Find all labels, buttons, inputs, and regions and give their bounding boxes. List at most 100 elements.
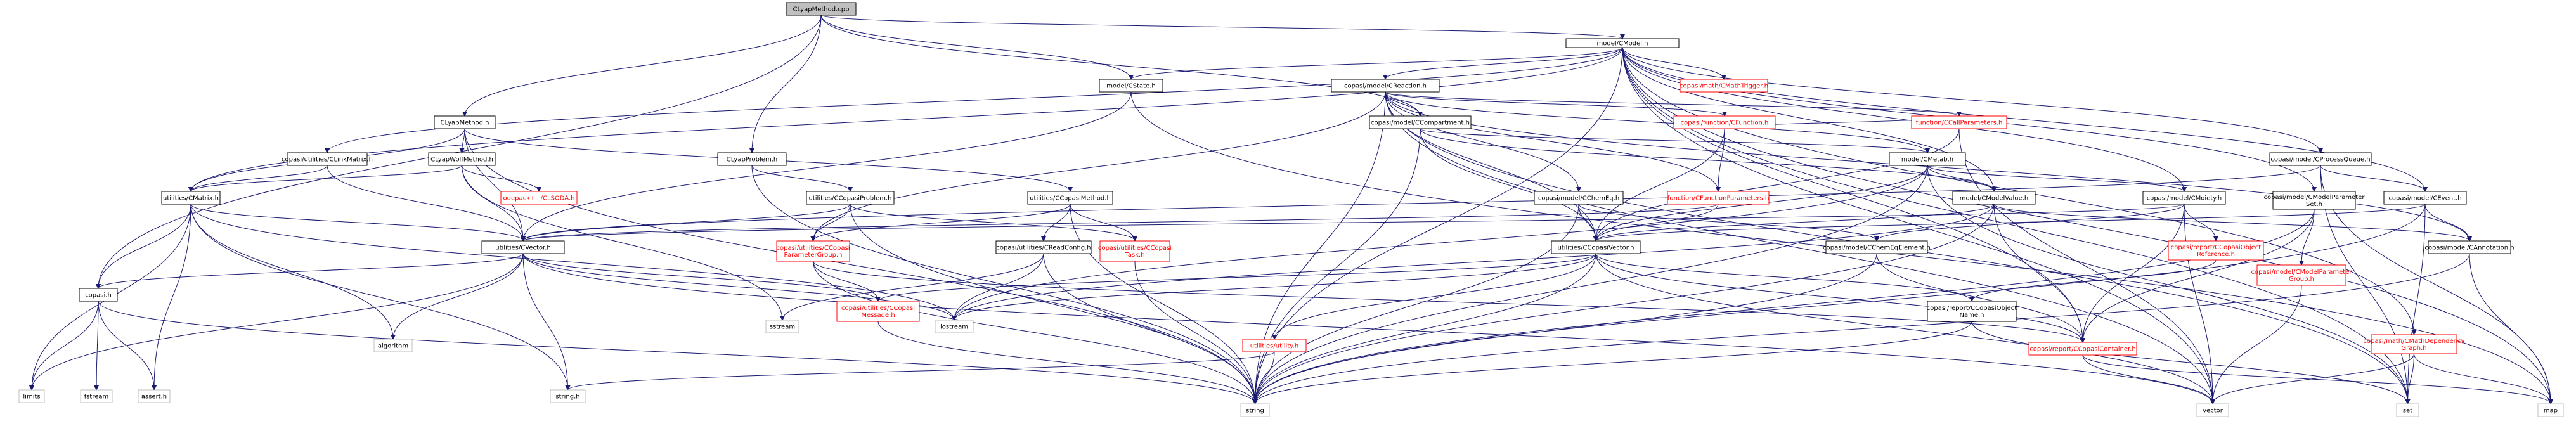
- node-label-set-0: set: [2403, 408, 2412, 415]
- node-cmetab[interactable]: model/CMetab.h: [1889, 152, 1966, 166]
- node-cmodel[interactable]: model/CModel.h: [1565, 38, 1680, 48]
- edge-clyapmethodh-to-cvector: [464, 128, 526, 242]
- node-box-ccontainer: [2028, 342, 2137, 356]
- node-limits[interactable]: limits: [18, 389, 45, 403]
- node-creaction[interactable]: copasi/model/CReaction.h: [1331, 79, 1440, 93]
- node-box-map: [2537, 403, 2564, 417]
- node-set[interactable]: set: [2396, 403, 2419, 417]
- node-cmodelvalue[interactable]: model/CModelValue.h: [1952, 191, 2036, 205]
- edge-cmodel-to-cprocessqueue: [1622, 47, 2323, 153]
- node-clinkmatrix[interactable]: copasi/utilities/CLinkMatrix.h: [282, 152, 373, 166]
- edge-copasih-to-fstream: [94, 301, 100, 391]
- node-ccopasimethod[interactable]: utilities/CCopasiMethod.h: [1027, 191, 1113, 205]
- node-cchemeqelement[interactable]: copasi/model/CChemEqElement.h: [1823, 240, 1931, 254]
- node-label-clinkmatrix-0: copasi/utilities/CLinkMatrix.h: [282, 157, 373, 164]
- node-ccontainer[interactable]: copasi/report/CCopasiContainer.h: [2028, 342, 2137, 356]
- node-box-iostream: [935, 320, 974, 333]
- node-label-cmodel-0: model/CModel.h: [1596, 41, 1648, 48]
- node-label-clyapwolf-0: CLyapWolfMethod.h: [430, 157, 493, 164]
- edge-ccompartment-to-cmetab: [1420, 128, 1930, 153]
- edge-clinkmatrix-to-cmatrix: [188, 165, 328, 192]
- node-box-cmodelvalue: [1952, 191, 2036, 205]
- edge-cmodel-to-vector: [1622, 47, 2215, 404]
- node-creadconfig[interactable]: copasi/utilities/CReadConfig.h: [995, 240, 1092, 254]
- node-label-cmatrix-0: utilities/CMatrix.h: [163, 195, 219, 202]
- node-box-cparamgroup: [776, 240, 850, 262]
- node-cstate[interactable]: model/CState.h: [1099, 79, 1163, 93]
- node-asserth[interactable]: assert.h: [138, 389, 171, 403]
- edge-cmatrix-to-iostream: [190, 204, 957, 321]
- dependency-nodes: CLyapMethod.cpp model/CModel.h model/CStat…: [18, 2, 2564, 417]
- node-cevent[interactable]: copasi/model/CEvent.h: [2383, 191, 2467, 205]
- node-label-map-0: map: [2544, 408, 2558, 415]
- node-ccopasivector[interactable]: utilities/CCopasiVector.h: [1551, 240, 1641, 254]
- node-label-algorithm-0: algorithm: [378, 343, 408, 350]
- node-vector[interactable]: vector: [2196, 403, 2229, 417]
- edge-ccompartment-to-ccopasivector: [1420, 128, 1598, 242]
- edge-clyapwolf-to-cvector: [462, 165, 526, 242]
- edge-cevent-to-cannotation: [2424, 204, 2472, 242]
- node-cannotation[interactable]: copasi/model/CAnnotation.h: [2424, 240, 2515, 254]
- node-clyapproblem[interactable]: CLyapProblem.h: [717, 152, 787, 166]
- node-ccopasiproblem[interactable]: utilities/CCopasiProblem.h: [806, 191, 895, 205]
- edge-cmodel-to-creaction: [1383, 47, 1623, 80]
- node-ccallparams[interactable]: function/CCallParameters.h: [1911, 115, 2007, 129]
- node-algorithm[interactable]: algorithm: [373, 339, 413, 352]
- node-cmathtrigger[interactable]: copasi/math/CMathTrigger.h: [1680, 79, 1768, 93]
- edge-cevent-to-ccopasivector: [1593, 204, 2426, 242]
- node-label-creaction-0: copasi/model/CReaction.h: [1344, 83, 1427, 90]
- node-label-ccopasimethod-0: utilities/CCopasiMethod.h: [1030, 195, 1111, 202]
- node-box-ccopasiproblem: [806, 191, 895, 205]
- edge-creadconfig-to-string: [1043, 253, 1258, 404]
- node-box-cmatrix: [161, 191, 221, 205]
- node-clyapmethodh[interactable]: CLyapMethod.h: [434, 115, 496, 129]
- node-cfuncparams[interactable]: function/CFunctionParameters.h: [1667, 191, 1770, 205]
- node-label-cchemeqelement-0: copasi/model/CChemEqElement.h: [1823, 245, 1931, 252]
- edge-cmatrix-to-stringh: [190, 204, 571, 391]
- node-stringh[interactable]: string.h: [550, 389, 586, 403]
- edge-cmatrix-to-asserth: [152, 204, 191, 391]
- node-label-ccopasimessage-1: Message.h: [861, 312, 895, 319]
- node-box-cvector: [481, 240, 565, 254]
- node-cmatrix[interactable]: utilities/CMatrix.h: [161, 191, 221, 205]
- edge-ccallparams-to-vector: [1958, 128, 2215, 404]
- node-string[interactable]: string: [1240, 403, 1270, 417]
- edge-creadconfig-to-sstream: [780, 253, 1044, 321]
- node-iostream[interactable]: iostream: [935, 320, 974, 333]
- node-root[interactable]: CLyapMethod.cpp: [786, 2, 857, 16]
- node-label-cmodelparamgroup-0: copasi/model/CModelParameter: [2251, 269, 2353, 276]
- node-label-cstate-0: model/CState.h: [1106, 83, 1155, 90]
- node-sstream[interactable]: sstream: [765, 320, 799, 333]
- edge-clyapproblem-to-ccopasiproblem: [751, 165, 853, 192]
- node-box-cprocessqueue: [2269, 152, 2372, 166]
- node-copasih[interactable]: copasi.h: [79, 288, 118, 302]
- edge-cparamgroup-to-ccontainer: [813, 261, 2085, 343]
- node-cmoiety[interactable]: copasi/model/CMoiety.h: [2142, 191, 2226, 205]
- edge-copasih-to-string: [98, 301, 1258, 404]
- node-fstream[interactable]: fstream: [80, 389, 113, 403]
- node-label-cchemeq-0: copasi/model/CChemEq.h: [1538, 195, 1619, 202]
- edge-ccopasivector-to-vector: [1595, 253, 2215, 404]
- node-map[interactable]: map: [2537, 403, 2564, 417]
- node-cvector[interactable]: utilities/CVector.h: [481, 240, 565, 254]
- node-cchemeq[interactable]: copasi/model/CChemEq.h: [1534, 191, 1624, 205]
- edge-ccopasimethod-to-cparamgroup: [810, 204, 1071, 242]
- node-ccompartment[interactable]: copasi/model/CCompartment.h: [1369, 115, 1472, 129]
- node-label-ccallparams-0: function/CCallParameters.h: [1916, 120, 2003, 127]
- node-cprocessqueue[interactable]: copasi/model/CProcessQueue.h: [2269, 152, 2372, 166]
- node-clyapwolf[interactable]: CLyapWolfMethod.h: [428, 152, 496, 166]
- node-box-ccopasimethod: [1027, 191, 1113, 205]
- node-utility[interactable]: utilities/utility.h: [1242, 339, 1307, 352]
- node-odepack[interactable]: odepack++/CLSODA.h: [500, 191, 578, 205]
- node-label-ccopasiproblem-0: utilities/CCopasiProblem.h: [809, 195, 892, 202]
- node-label-ccopasivector-0: utilities/CCopasiVector.h: [1557, 245, 1634, 252]
- node-cfunction[interactable]: copasi/function/CFunction.h: [1673, 115, 1776, 129]
